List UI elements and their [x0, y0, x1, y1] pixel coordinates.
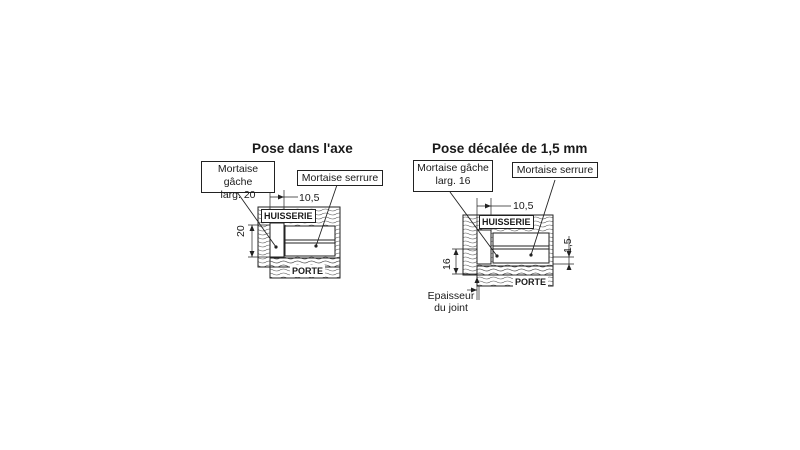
left-lock-mortise-callout: Mortaise serrure — [297, 170, 383, 186]
right-joint-label-line1: Epaisseur — [427, 290, 475, 302]
right-joint-label-line2: du joint — [434, 302, 468, 314]
right-dim-side-label: 16 — [441, 258, 453, 270]
right-lock-mortise-callout: Mortaise serrure — [512, 162, 598, 178]
left-frame-label: HUISSERIE — [261, 209, 316, 223]
left-door-label: PORTE — [290, 265, 326, 277]
right-joint-label: Epaisseur du joint — [425, 290, 477, 314]
right-dim-offset-label: 1,5 — [562, 238, 574, 253]
right-strike-mortise — [476, 229, 492, 265]
left-dim-top-label: 10,5 — [299, 192, 320, 204]
left-strike-callout-line2: larg. 20 — [220, 189, 256, 201]
right-diagram-title: Pose décalée de 1,5 mm — [432, 141, 588, 156]
left-diagram-title: Pose dans l'axe — [252, 141, 353, 156]
left-lock-mortise — [284, 225, 336, 257]
left-strike-mortise-callout: Mortaise gâche larg. 20 — [201, 161, 275, 201]
right-strike-callout-line1: Mortaise gâche — [417, 162, 489, 174]
right-strike-callout-line2: larg. 16 — [435, 175, 471, 187]
left-strike-callout-line1: Mortaise gâche — [217, 163, 259, 188]
right-dim-top-label: 10,5 — [513, 200, 534, 212]
right-door-label: PORTE — [513, 276, 549, 288]
right-frame-label: HUISSERIE — [479, 215, 534, 229]
left-strike-mortise — [269, 222, 285, 258]
right-lock-mortise — [492, 232, 550, 264]
right-diagram — [449, 179, 574, 300]
right-strike-mortise-callout: Mortaise gâche larg. 16 — [413, 160, 493, 192]
left-dim-side-label: 20 — [235, 225, 247, 237]
